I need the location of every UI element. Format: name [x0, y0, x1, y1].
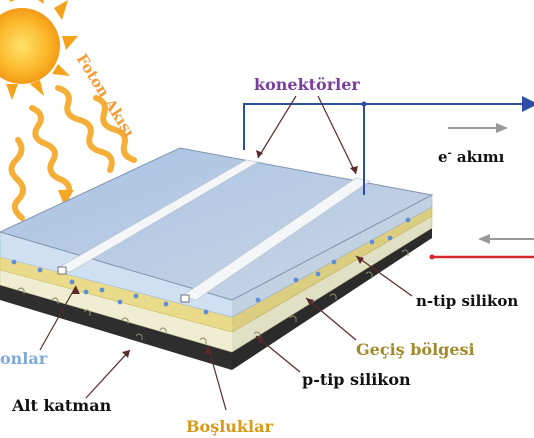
connector-tabs	[57, 266, 190, 303]
connector-strips	[57, 159, 371, 301]
alt-katman-label: Alt katman	[11, 396, 112, 415]
external-circuit	[243, 96, 534, 195]
e-akimi-sup: -	[448, 148, 452, 159]
hole-marks	[17, 249, 409, 344]
elektronlar-label: onlar	[0, 349, 48, 368]
sun-icon	[0, 0, 78, 100]
n-tip-silikon-label: n-tip silikon	[416, 292, 518, 310]
bosluklar-label: Boşluklar	[186, 417, 273, 436]
leader-lines	[39, 95, 413, 411]
leader-arrowheads	[72, 150, 364, 358]
current-arrows	[448, 123, 534, 244]
p-tip-silikon-label: p-tip silikon	[302, 370, 411, 389]
electron-dots	[11, 217, 411, 315]
panel-top-surface	[0, 147, 434, 301]
photon-rays	[8, 85, 137, 221]
e-akimi-label: e- akımı	[438, 148, 505, 166]
gecis-bolgesi-label: Geçiş bölgesi	[356, 340, 475, 359]
e-akimi-prefix: e	[438, 148, 448, 166]
e-akimi-suffix: akımı	[452, 148, 505, 166]
konektorler-label: konektörler	[254, 75, 360, 94]
